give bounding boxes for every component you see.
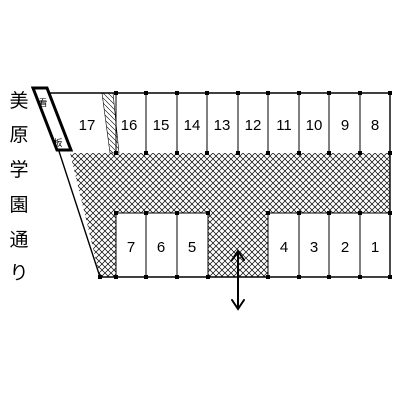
double-arrow-icon	[231, 249, 245, 311]
space-number: 9	[341, 117, 349, 134]
space-number: 3	[310, 239, 318, 256]
top-row-dividers	[115, 93, 361, 153]
space-number: 7	[127, 239, 135, 256]
space-number: 12	[245, 117, 262, 134]
road-name-char: 園	[9, 194, 29, 216]
space-number: 15	[153, 117, 170, 134]
signboard	[30, 86, 74, 152]
post-markers	[98, 91, 392, 279]
space-number: 11	[276, 117, 292, 134]
road-name-char: 学	[9, 159, 29, 181]
space-number: 6	[157, 239, 165, 256]
road-name-char: り	[9, 262, 29, 284]
space-number: 13	[214, 117, 231, 134]
road-name-char: 美	[9, 90, 29, 112]
space-number: 16	[121, 117, 138, 134]
signboard-char: 板	[53, 137, 62, 149]
space-number: 5	[188, 239, 196, 256]
road-name-char: 通	[9, 229, 29, 251]
signboard-char: 看	[38, 97, 47, 109]
space-number: 2	[341, 239, 349, 256]
space-number: 8	[371, 117, 379, 134]
driveway-area	[70, 153, 390, 277]
space-number: 17	[79, 117, 96, 134]
space-number: 4	[280, 239, 288, 256]
bottom-row-dividers	[115, 212, 390, 277]
space-number: 10	[306, 117, 323, 134]
space-number: 1	[371, 239, 379, 256]
road-name-char: 原	[9, 124, 29, 146]
space-number: 14	[184, 117, 201, 134]
